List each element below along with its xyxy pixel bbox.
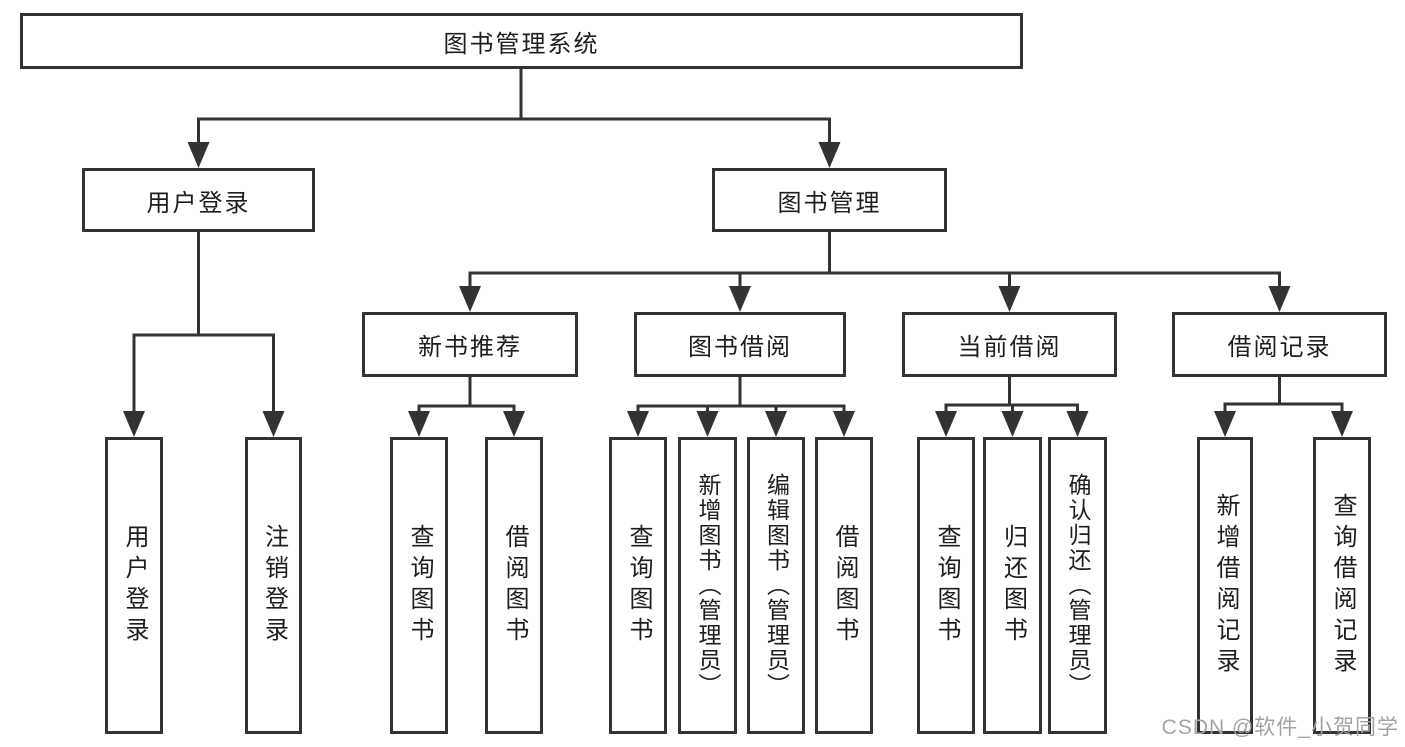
node-leaf-query-borrow-record: 查询借阅记录 [1313, 437, 1371, 734]
node-leaf-logout: 注销登录 [245, 437, 302, 734]
node-book-management: 图书管理 [712, 168, 947, 232]
node-new-book-recommend: 新书推荐 [362, 312, 578, 377]
arrowhead-down-icon [729, 286, 751, 312]
arrowhead-down-icon [1066, 411, 1089, 437]
node-user-login: 用户登录 [82, 168, 315, 232]
node-book-borrowing: 图书借阅 [634, 312, 846, 377]
arrowhead-down-icon [408, 411, 430, 437]
node-leaf-borrow-books-recommend: 借阅图书 [485, 437, 543, 734]
arrowhead-down-icon [998, 286, 1021, 312]
node-borrowing-records: 借阅记录 [1172, 312, 1387, 377]
arrowhead-down-icon [1214, 411, 1236, 437]
arrowhead-down-icon [1331, 411, 1353, 437]
node-leaf-query-books-borrowing: 查询图书 [609, 437, 667, 734]
watermark: CSDN @软件_小贺同学 [1161, 716, 1399, 739]
arrowhead-down-icon [765, 411, 787, 437]
node-current-borrowing: 当前借阅 [902, 312, 1117, 377]
node-leaf-add-borrow-record: 新增借阅记录 [1197, 437, 1253, 734]
node-leaf-edit-book-admin: 编辑图书（管理员） [747, 437, 805, 734]
arrowhead-down-icon [1001, 411, 1024, 437]
node-leaf-query-books-recommend: 查询图书 [390, 437, 448, 734]
node-leaf-add-book-admin: 新增图书（管理员） [678, 437, 737, 734]
arrowhead-down-icon [187, 142, 210, 168]
arrowhead-down-icon [262, 411, 285, 437]
arrowhead-down-icon [935, 411, 957, 437]
arrowhead-down-icon [1268, 286, 1291, 312]
arrowhead-down-icon [123, 411, 145, 437]
node-leaf-query-books-current: 查询图书 [917, 437, 975, 734]
arrowhead-down-icon [503, 411, 525, 437]
arrowhead-down-icon [818, 142, 841, 168]
node-leaf-return-book: 归还图书 [983, 437, 1042, 734]
arrowhead-down-icon [696, 411, 719, 437]
node-leaf-borrow-books: 借阅图书 [815, 437, 873, 734]
arrowhead-down-icon [459, 286, 481, 312]
arrowhead-down-icon [833, 411, 855, 437]
node-root: 图书管理系统 [20, 13, 1023, 69]
node-leaf-confirm-return-admin: 确认归还（管理员） [1048, 437, 1107, 734]
node-leaf-user-login: 用户登录 [105, 437, 163, 734]
arrowhead-down-icon [627, 411, 649, 437]
